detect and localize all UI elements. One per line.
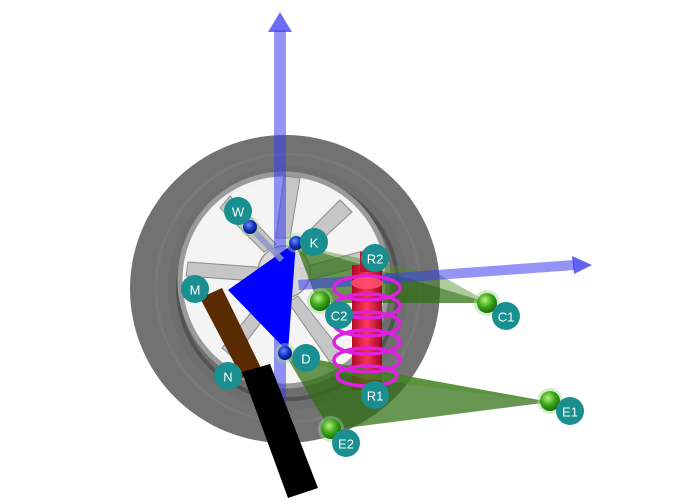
point-label-N-text: N — [223, 370, 232, 385]
wheel-spindle — [247, 224, 285, 263]
point-label-K-text: K — [310, 236, 319, 251]
point-label-E1-text: E1 — [562, 405, 578, 420]
joint-D[interactable] — [275, 343, 295, 363]
point-label-W[interactable]: W — [224, 197, 252, 225]
point-label-R2-text: R2 — [367, 252, 384, 267]
point-label-C2-text: C2 — [331, 309, 348, 324]
point-label-N[interactable]: N — [214, 362, 242, 390]
joint-R2[interactable] — [351, 277, 383, 289]
point-label-C2[interactable]: C2 — [325, 301, 353, 329]
point-label-E2[interactable]: E2 — [332, 429, 360, 457]
point-label-W-text: W — [232, 205, 245, 220]
point-label-R2[interactable]: R2 — [361, 244, 389, 272]
point-label-M-text: M — [190, 283, 201, 298]
point-label-E2-text: E2 — [338, 437, 354, 452]
point-label-R1[interactable]: R1 — [361, 381, 389, 409]
steering-link[interactable] — [242, 364, 318, 498]
joint-C1[interactable] — [474, 290, 500, 316]
point-label-C1[interactable]: C1 — [492, 302, 520, 330]
coil-spring[interactable] — [332, 274, 402, 388]
upright[interactable] — [228, 242, 296, 352]
point-label-M[interactable]: M — [181, 275, 209, 303]
joint-C2[interactable] — [307, 288, 333, 314]
point-label-D-text: D — [301, 352, 310, 367]
point-label-E1[interactable]: E1 — [556, 397, 584, 425]
point-label-K[interactable]: K — [300, 228, 328, 256]
tie-rod[interactable] — [200, 288, 262, 378]
point-label-D[interactable]: D — [292, 344, 320, 372]
point-label-C1-text: C1 — [498, 310, 515, 325]
point-label-R1-text: R1 — [367, 389, 384, 404]
